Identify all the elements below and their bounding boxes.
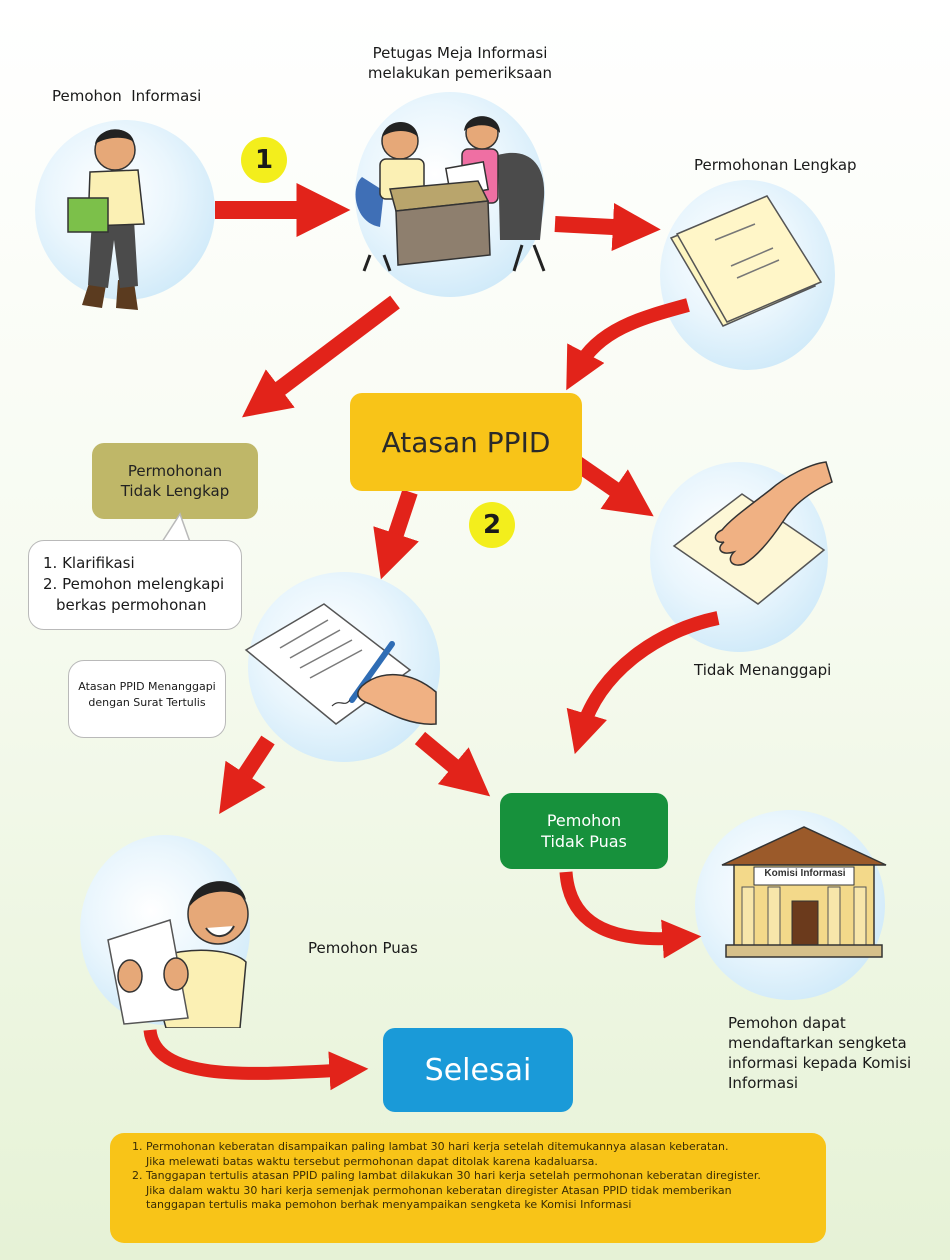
pemohon-walking-illustration (67, 129, 145, 310)
atasan-ppid-box: Atasan PPID (350, 393, 582, 491)
petugas-label-line2: melakukan pemeriksaan (367, 64, 553, 82)
petugas-label: Petugas Meja Informasi melakukan pemerik… (345, 43, 575, 83)
pemohon-puas-illustration (107, 881, 249, 1028)
tidak-puas-line2: Tidak Puas (541, 832, 627, 851)
petugas-meja-illustration (355, 116, 546, 272)
petugas-label-line1: Petugas Meja Informasi (372, 44, 548, 62)
arrow-petugas-to-lengkap (554, 203, 661, 251)
writing-letter-illustration (244, 603, 437, 725)
surat-tertulis-line2: dengan Surat Tertulis (88, 696, 206, 709)
komisi-informasi-sign: Komisi Informasi (764, 868, 846, 879)
surat-tertulis-bubble: Atasan PPID Menanggapi dengan Surat Tert… (68, 660, 226, 738)
permohonan-lengkap-label: Permohonan Lengkap (694, 156, 857, 174)
arrow-petugas-to-tidak-lengkap (242, 295, 400, 418)
permohonan-tidak-lengkap-box: Permohonan Tidak Lengkap (92, 443, 258, 519)
tidak-puas-line1: Pemohon (546, 811, 622, 830)
permohonan-lengkap-documents (669, 195, 823, 327)
arrow-surat-to-tidak-puas (414, 731, 491, 797)
arrow-tidak-menanggapi-to-tidak-puas (566, 611, 720, 755)
arrow-lengkap-to-atasan (566, 298, 690, 391)
pemohon-tidak-puas-box: Pemohon Tidak Puas (500, 793, 668, 869)
melengkapi-item-line2: berkas permohonan (56, 596, 207, 614)
arrow-puas-to-selesai (143, 1028, 369, 1091)
pemohon-informasi-label: Pemohon Informasi (52, 87, 202, 105)
note-1-line1: Permohonan keberatan disampaikan paling … (146, 1140, 729, 1153)
arrow-surat-to-puas (219, 735, 275, 815)
arrow-atasan-to-surat (373, 489, 419, 580)
selesai-title: Selesai (424, 1052, 532, 1088)
selesai-box: Selesai (383, 1028, 573, 1112)
note-2-line1: Tanggapan tertulis atasan PPID paling la… (146, 1169, 761, 1183)
note-2-number: 2. (132, 1169, 143, 1183)
step-1-badge: 1 (241, 137, 287, 183)
atasan-ppid-title: Atasan PPID (381, 425, 551, 459)
note-1-line2: Jika melewati batas waktu tersebut permo… (146, 1154, 598, 1168)
komisi-description-line2: mendaftarkan sengketa (728, 1034, 907, 1052)
komisi-description-line3: informasi kepada Komisi (728, 1054, 912, 1072)
hand-on-paper-illustration (672, 461, 833, 605)
arrow-atasan-to-tidak-menanggapi (570, 455, 654, 517)
note-1: 1. Permohonan keberatan disampaikan pali… (132, 1140, 810, 1169)
klarifikasi-bubble: 1. Klarifikasi 2. Pemohon melengkapi ber… (28, 540, 242, 630)
note-2: 2. Tanggapan tertulis atasan PPID paling… (132, 1169, 810, 1213)
klarifikasi-item: 1. Klarifikasi (43, 554, 135, 572)
melengkapi-item-line1: 2. Pemohon melengkapi (43, 575, 225, 593)
komisi-description-line1: Pemohon dapat (728, 1014, 846, 1032)
tidak-menanggapi-label: Tidak Menanggapi (694, 661, 832, 679)
note-2-line3: tanggapan tertulis maka pemohon berhak m… (146, 1198, 632, 1212)
surat-tertulis-line1: Atasan PPID Menanggapi (78, 680, 216, 693)
step-2-badge: 2 (469, 502, 515, 548)
tidak-lengkap-line1: Permohonan (127, 462, 223, 480)
pemohon-puas-label: Pemohon Puas (308, 939, 418, 957)
komisi-description-line4: Informasi (728, 1074, 799, 1092)
note-2-line2: Jika dalam waktu 30 hari kerja semenjak … (146, 1183, 732, 1197)
komisi-description: Pemohon dapat mendaftarkan sengketa info… (728, 1013, 938, 1093)
tidak-lengkap-line2: Tidak Lengkap (120, 482, 230, 500)
arrow-tidak-puas-to-komisi (559, 871, 702, 959)
komisi-informasi-building (721, 826, 887, 958)
note-1-number: 1. (132, 1140, 143, 1153)
notes-panel: 1. Permohonan keberatan disampaikan pali… (110, 1133, 826, 1243)
